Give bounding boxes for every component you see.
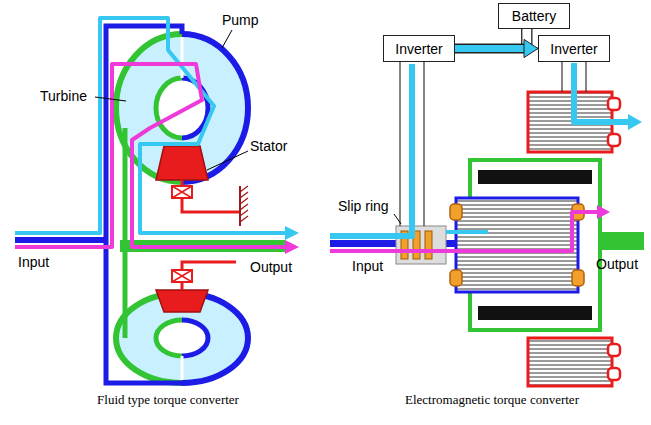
rotor-coil-end [450,270,462,286]
part-label: Slip ring [338,198,389,214]
stator [156,146,208,180]
box-text: Inverter [395,41,442,57]
wire [561,62,562,92]
one-way-clutch [172,186,192,198]
turbine-core [156,78,182,138]
output-shaft [600,232,644,250]
box-text: Battery [512,8,556,24]
turbine-hub [123,252,128,338]
wire [585,62,586,92]
connector-line [455,45,526,52]
leader-line [394,214,401,224]
electric-flow-path [446,230,488,234]
shaft-label: Input [352,258,383,274]
leader-line [207,151,248,170]
stator-support [182,180,240,212]
part-label: Turbine [40,88,87,104]
flow-arrowhead [285,240,299,254]
figure-caption: Fluid type torque converter [97,392,239,408]
arrow-outline [455,44,526,54]
power-flow-arrow [455,39,538,57]
mechanical-flow-path [330,212,597,251]
stator-coil-end [608,344,620,356]
flow-arrowhead [597,205,610,219]
wire [423,62,424,226]
inverter-box: Inverter [538,35,610,62]
stator [156,290,208,312]
mechanical-flow-path [15,64,285,247]
part-label: Stator [250,138,287,154]
shaft-label: Output [250,259,292,275]
clutch-cross [172,186,192,198]
input-shaft [15,237,106,243]
fluid-chamber [116,34,248,182]
pump-cover [106,240,182,383]
inner-rotor [456,198,578,292]
permanent-magnet [478,306,592,320]
wire [399,62,400,226]
figure-caption: Electromagnetic torque converter [405,392,579,408]
arrowhead [524,39,538,57]
leader-line [95,97,126,101]
clutch-cross [172,270,192,282]
blade-gap [181,356,184,380]
battery-box: Battery [498,3,570,29]
electric-flow-path [330,64,412,236]
stator-core [528,338,612,386]
slip-ring [425,231,432,259]
ground-hatch [240,186,248,222]
inverter-box: Inverter [383,35,455,62]
blade-gap [181,37,184,78]
electric-flow-path [574,63,628,122]
rotor-coil-end [450,204,462,220]
core-ring [156,320,208,356]
rotor-coil-end [572,270,584,286]
stator-support [182,262,236,290]
electric-flow-path [15,18,285,233]
one-way-clutch [172,270,192,282]
shaft-label: Input [18,254,49,270]
leader-line [222,30,232,48]
box-text: Inverter [550,41,597,57]
slip-ring-housing [396,226,446,264]
flow-arrowhead [628,114,642,130]
pump-core [182,320,208,356]
turbine-hub [123,128,128,240]
part-label: Pump [222,12,259,28]
turbine-core [156,320,182,356]
stator-coil-end [608,368,620,380]
flow-arrowhead [285,226,299,240]
shaft-label: Output [596,256,638,272]
stator-coil-end [608,98,620,110]
permanent-magnet [478,170,592,184]
stator-coil-end [608,134,620,146]
